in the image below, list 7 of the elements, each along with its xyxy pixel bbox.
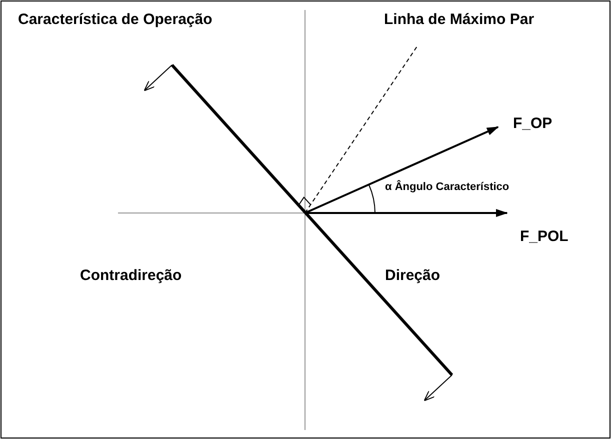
line-label: Linha de Máximo Par: [384, 12, 534, 27]
vector-label: F_OP: [513, 116, 552, 131]
region-label: Direção: [385, 268, 440, 283]
angle-label: α Ângulo Característico: [385, 182, 510, 193]
vector-label: F_POL: [520, 229, 568, 244]
region-label: Característica de Operação: [18, 12, 212, 27]
region-label: Contradireção: [80, 268, 182, 283]
